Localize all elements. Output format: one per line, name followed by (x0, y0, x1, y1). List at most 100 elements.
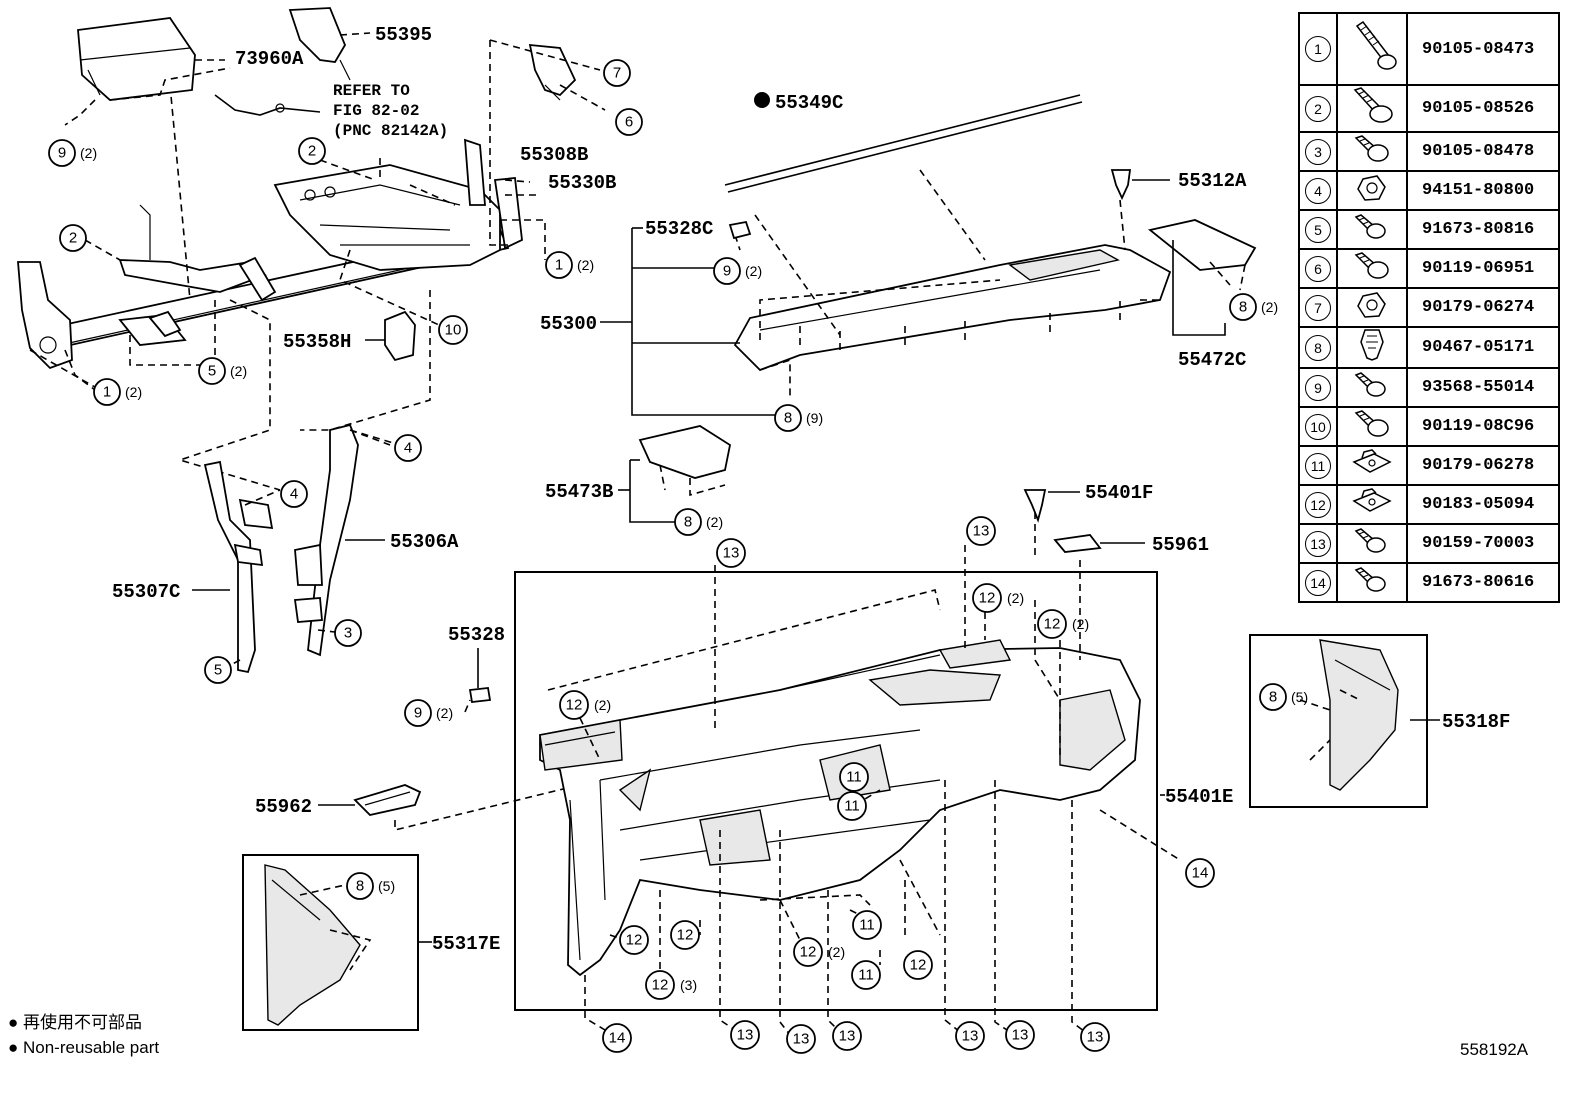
refer-note-line3: (PNC 82142A) (333, 122, 448, 140)
fastener-callout: 11 (1305, 452, 1331, 479)
callout-12: 12 (670, 920, 700, 950)
callout-12: 12 (645, 970, 675, 1000)
fastener-part-number: 90179-06274 (1406, 287, 1560, 328)
svg-text:10: 10 (445, 322, 462, 339)
fastener-part-number: 90105-08526 (1406, 84, 1560, 133)
qty: (2) (706, 514, 723, 530)
screw-icon (1350, 214, 1394, 245)
bolt-icon (1350, 135, 1394, 168)
svg-text:13: 13 (793, 1031, 810, 1048)
callout-12: 12 (1037, 609, 1067, 639)
nut-icon (1355, 175, 1389, 207)
fastener-callout: 7 (1305, 294, 1331, 321)
ecu-box-73960a (64, 17, 231, 126)
svg-text:5: 5 (214, 662, 222, 679)
label-55308b: 55308B (520, 144, 588, 166)
callout-8: 8 (674, 508, 702, 536)
fastener-callout: 3 (1305, 138, 1331, 165)
fastener-part-number: 90159-70003 (1406, 523, 1560, 564)
label-55317e: 55317E (432, 933, 500, 955)
svg-text:12: 12 (1044, 616, 1061, 633)
fastener-part-number: 90105-08473 (1406, 12, 1560, 86)
svg-text:12: 12 (800, 944, 817, 961)
callout-13: 13 (1080, 1022, 1110, 1052)
callout-7: 7 (603, 59, 631, 87)
svg-text:14: 14 (1192, 865, 1209, 882)
svg-text:9: 9 (414, 705, 422, 722)
callout-4: 4 (394, 434, 422, 462)
svg-text:13: 13 (1087, 1029, 1104, 1046)
label-55961: 55961 (1152, 534, 1209, 556)
callout-12: 12 (619, 925, 649, 955)
svg-text:8: 8 (1269, 689, 1277, 706)
qty: (2) (436, 705, 453, 721)
fastener-row: 11 90179-06278 (1298, 445, 1560, 486)
svg-text:12: 12 (626, 932, 643, 949)
qty: (2) (745, 263, 762, 279)
callout-12: 12 (972, 583, 1002, 613)
svg-text:11: 11 (844, 798, 860, 815)
fastener-part-number: 94151-80800 (1406, 170, 1560, 211)
svg-text:1: 1 (555, 257, 563, 274)
callout-1: 1 (545, 251, 573, 279)
label-55401f: 55401F (1085, 482, 1153, 504)
svg-text:8: 8 (1239, 299, 1247, 316)
fastener-callout: 1 (1305, 36, 1331, 62)
legend: ● 再使用不可部品 ● Non-reusable part (8, 1010, 159, 1060)
label-73960a: 73960A (235, 48, 304, 70)
bracket-55308b (489, 39, 606, 246)
qty: (3) (680, 977, 697, 993)
qty: (2) (1261, 299, 1278, 315)
label-55328: 55328 (448, 624, 505, 646)
callout-6: 6 (615, 108, 643, 136)
svg-text:12: 12 (910, 957, 927, 974)
qty: (2) (1007, 590, 1024, 606)
qty: (2) (125, 384, 142, 400)
qty: (2) (594, 697, 611, 713)
callout-14: 14 (1185, 858, 1215, 888)
fastener-part-number: 90119-08C96 (1406, 406, 1560, 447)
callout-8: 8 (1229, 293, 1257, 321)
callout-12: 12 (559, 690, 589, 720)
svg-text:4: 4 (290, 486, 298, 503)
qty: (5) (1291, 689, 1308, 705)
svg-text:6: 6 (625, 114, 633, 131)
callout-13: 13 (716, 538, 746, 568)
label-55472c: 55472C (1178, 349, 1246, 371)
label-55473b: 55473B (545, 481, 613, 503)
qty: (5) (378, 878, 395, 894)
callout-5: 5 (198, 357, 226, 385)
bolt-icon (1350, 252, 1394, 285)
qty: (2) (577, 257, 594, 273)
label-55318f: 55318F (1442, 711, 1510, 733)
callout-8: 8 (1259, 683, 1287, 711)
svg-text:9: 9 (723, 263, 731, 280)
reinforcement-assembly (17, 84, 546, 491)
qty: (2) (230, 363, 247, 379)
svg-text:4: 4 (404, 440, 412, 457)
svg-text:11: 11 (858, 967, 874, 984)
label-55300: 55300 (540, 313, 597, 335)
callout-11: 11 (837, 791, 867, 821)
callout-11: 11 (839, 762, 869, 792)
label-55306a: 55306A (390, 531, 459, 553)
label-55401e: 55401E (1165, 786, 1233, 808)
qty: (9) (806, 410, 823, 426)
callout-2: 2 (298, 137, 326, 165)
screw-icon (1350, 372, 1394, 403)
wire-harness (214, 94, 321, 116)
fastener-part-number: 90179-06278 (1406, 445, 1560, 486)
callout-13: 13 (955, 1021, 985, 1051)
svg-text:13: 13 (962, 1028, 979, 1045)
figure-ref-id: 558192A (1460, 1040, 1529, 1059)
svg-text:12: 12 (652, 977, 669, 994)
support-braces (192, 423, 391, 674)
callout-2: 2 (59, 224, 87, 252)
callout-3: 3 (334, 619, 362, 647)
svg-text:13: 13 (1012, 1027, 1029, 1044)
svg-text:9: 9 (58, 145, 66, 162)
callout-13: 13 (786, 1024, 816, 1054)
